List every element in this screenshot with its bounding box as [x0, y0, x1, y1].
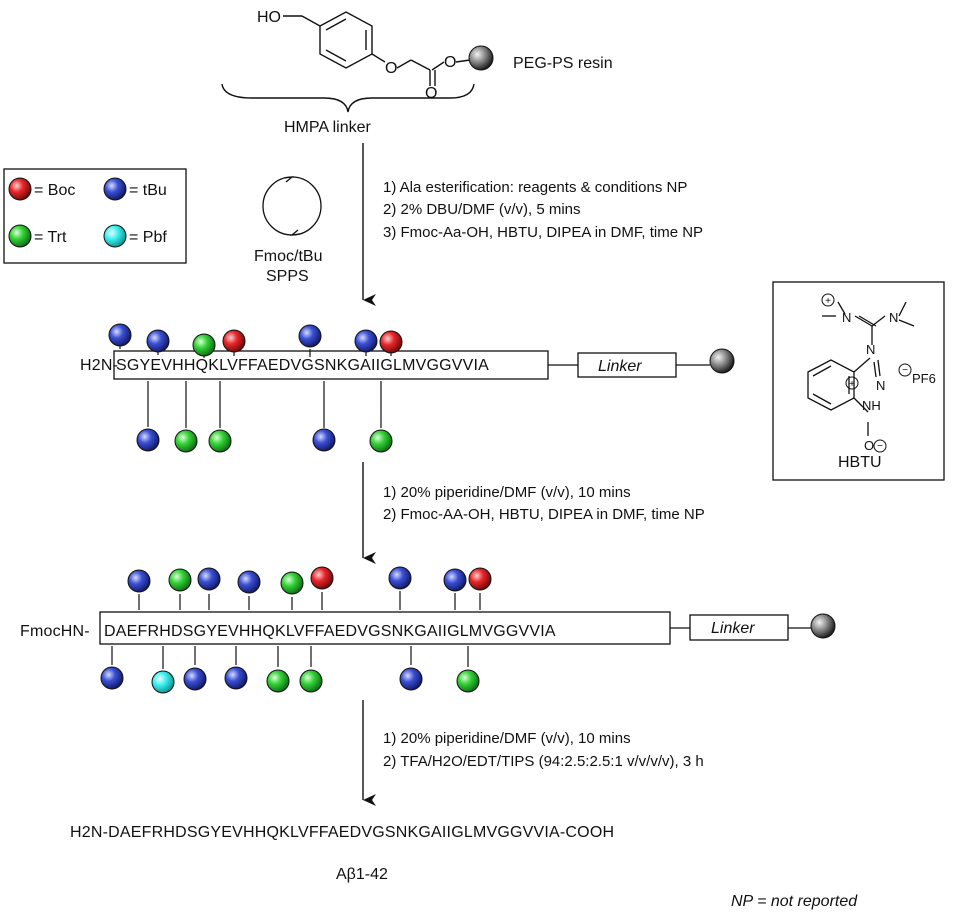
- hmpa-structure: [283, 11, 471, 86]
- product-name: Aβ1-42: [336, 866, 388, 883]
- hbtu-nh: NH: [862, 398, 881, 413]
- hbtu-n-upper-right: N: [889, 310, 898, 325]
- tbu-group: [388, 566, 412, 590]
- product-sequence: H2N-DAEFRHDSGYEVHHQKLVFFAEDVGSNKGAIIGLMV…: [70, 824, 614, 841]
- tbu-group: [312, 428, 336, 452]
- peptide2-sequence: DAEFRHDSGYEVHHQKLVFFAEDVGSNKGAIIGLMVGGVV…: [104, 623, 556, 640]
- tbu-group: [100, 666, 124, 690]
- footnote: NP = not reported: [731, 893, 858, 910]
- ester-oxygen-label: O: [444, 54, 456, 71]
- trt-group: [280, 571, 304, 595]
- peptide1-protecting-groups: [108, 323, 403, 453]
- hbtu-minus-charge-pf6: [898, 363, 912, 377]
- tbu-group: [443, 568, 467, 592]
- step1-line1: 1) Ala esterification: reagents & condit…: [383, 179, 687, 196]
- trt-group: [208, 429, 232, 453]
- legend-swatch: [8, 177, 32, 201]
- tbu-group: [197, 567, 221, 591]
- cycle-label-2: SPPS: [266, 268, 309, 285]
- legend-swatch: [103, 177, 127, 201]
- hbtu-box: [772, 281, 945, 481]
- boc-group: [310, 566, 334, 590]
- tbu-group: [108, 323, 132, 347]
- trt-group: [266, 669, 290, 693]
- tbu-group: [298, 324, 322, 348]
- step1-line2: 2) 2% DBU/DMF (v/v), 5 mins: [383, 201, 581, 218]
- peptide1-nterm: H2N-: [80, 357, 118, 374]
- hbtu-structure: [807, 301, 915, 436]
- hbtu-plus-charge-1: [821, 293, 835, 307]
- carbonyl-oxygen-label: O: [425, 85, 437, 102]
- hmpa-label: HMPA linker: [284, 119, 372, 136]
- trt-group: [369, 429, 393, 453]
- trt-group: [299, 669, 323, 693]
- peptide2-linker-label: Linker: [711, 620, 755, 637]
- trt-group: [174, 429, 198, 453]
- legend: = Boc = tBu = Trt = Pbf: [8, 177, 167, 248]
- tbu-group: [127, 569, 151, 593]
- step3-line1: 1) 20% piperidine/DMF (v/v), 10 mins: [383, 730, 631, 747]
- legend-label: = Pbf: [129, 229, 167, 246]
- ether-oxygen-label: O: [385, 60, 397, 77]
- hbtu-plus-charge-2: [845, 376, 859, 390]
- boc-group: [222, 329, 246, 353]
- tbu-group: [224, 666, 248, 690]
- peptide1-linker-label: Linker: [598, 358, 642, 375]
- trt-group: [168, 568, 192, 592]
- tbu-group: [136, 428, 160, 452]
- hbtu-counter-ion: PF6: [912, 371, 936, 386]
- boc-group: [468, 567, 492, 591]
- hbtu-charge-glyphs: ++−−: [825, 296, 908, 452]
- tbu-group: [354, 329, 378, 353]
- hbtu-n-triazole-2: N: [876, 378, 885, 393]
- legend-swatch: [8, 224, 32, 248]
- hbtu-label: HBTU: [838, 454, 882, 471]
- peptide2-protecting-groups: [100, 566, 492, 694]
- step2-line2: 2) Fmoc-AA-OH, HBTU, DIPEA in DMF, time …: [383, 506, 705, 523]
- legend-label: = tBu: [129, 182, 167, 199]
- legend-swatch: [103, 224, 127, 248]
- peptide2-nterm: FmocHN-: [20, 623, 90, 640]
- hydroxyl-label: HO: [257, 9, 281, 26]
- peptide2-resin-bead: [810, 613, 836, 639]
- trt-group: [192, 333, 216, 357]
- pbf-group: [151, 670, 175, 694]
- step1-line3: 3) Fmoc-Aa-OH, HBTU, DIPEA in DMF, time …: [383, 224, 703, 241]
- hbtu-o: O: [864, 438, 874, 453]
- hbtu-minus-charge-o: [873, 439, 887, 453]
- peptide1-sequence: SGYEVHHQKLVFFAEDVGSNKGAIIGLMVGGVVIA: [116, 357, 489, 374]
- boc-group: [379, 330, 403, 354]
- legend-label: = Trt: [34, 229, 67, 246]
- trt-group: [456, 669, 480, 693]
- step2-line1: 1) 20% piperidine/DMF (v/v), 10 mins: [383, 484, 631, 501]
- cycle-icon: [262, 176, 322, 236]
- tbu-group: [399, 667, 423, 691]
- cycle-label-1: Fmoc/tBu: [254, 248, 322, 265]
- resin-label: PEG-PS resin: [513, 55, 613, 72]
- hmpa-brace: [221, 83, 475, 113]
- peptide1-resin-bead: [709, 348, 735, 374]
- hbtu-n-triazole-1: N: [866, 342, 875, 357]
- legend-label: = Boc: [34, 182, 75, 199]
- tbu-group: [183, 667, 207, 691]
- tbu-group: [237, 570, 261, 594]
- tbu-group: [146, 329, 170, 353]
- legend-box: [3, 168, 187, 264]
- hbtu-n-upper-left: N: [842, 310, 851, 325]
- step3-line2: 2) TFA/H2O/EDT/TIPS (94:2.5:2.5:1 v/v/v/…: [383, 753, 704, 770]
- resin-bead: [468, 45, 494, 71]
